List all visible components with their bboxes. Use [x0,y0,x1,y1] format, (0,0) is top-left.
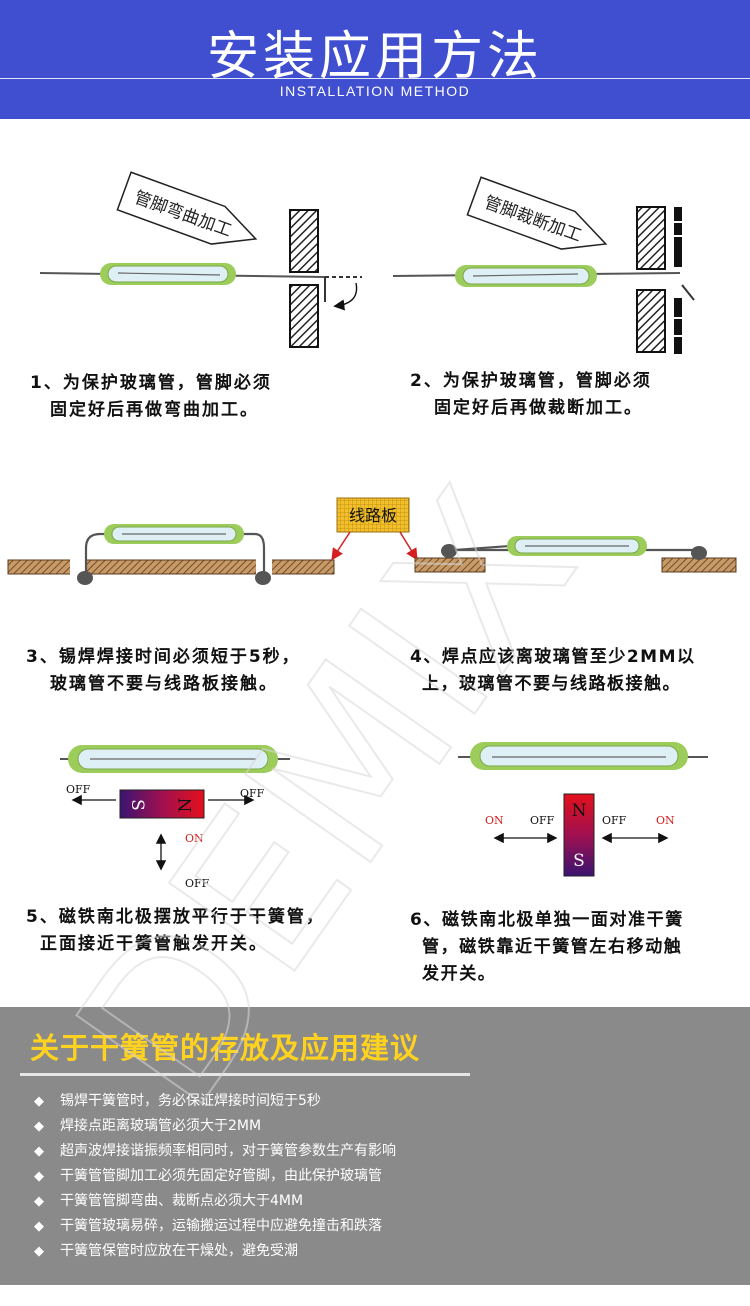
reed-switch-glass [104,524,244,544]
diamond-bullet-icon: ◆ [34,1219,44,1234]
tips-title: 关于干簧管的存放及应用建议 [30,1031,421,1065]
step-5-line-1: 5、磁铁南北极摆放平行于干簧管， [26,907,325,927]
reed-switch-glass [68,745,278,773]
step-3-line-2: 玻璃管不要与线路板接触。 [50,674,278,694]
reed-switch-glass [100,263,236,285]
solder-joint [691,546,707,560]
diagram-solder-distance [414,536,737,573]
cutter-blade-bottom [674,298,682,354]
diagram-bend: 管脚弯曲加工 [39,171,362,348]
off-label-bottom: OFF [185,877,210,890]
off-label-right: OFF [602,814,627,827]
diagram-cut: 管脚裁断加工 [392,176,695,354]
diamond-bullet-icon: ◆ [34,1169,44,1184]
pole-s: S [573,851,585,871]
magnet-vertical [563,793,595,877]
diagram-magnet-parallel: S N OFF OFF ON OFF [60,745,290,890]
diamond-bullet-icon: ◆ [34,1244,44,1259]
reed-switch-glass [455,265,597,287]
reed-switch-glass [470,742,688,770]
pole-n: N [572,801,587,821]
fixture-block-bottom [289,284,319,348]
step-4-line-1: 4、焊点应该离玻璃管至少2MM以 [410,647,696,667]
list-item: ◆超声波焊接谐振频率相同时，对于簧管参数生产有影响 [34,1139,396,1164]
solder-joint [255,571,271,585]
list-item: ◆焊接点距离玻璃管必须大于2MM [34,1114,396,1139]
step-2-caption: 2、为保护玻璃管，管脚必须 固定好后再做裁断加工。 [410,368,652,422]
pcb-label-text: 线路板 [349,506,397,525]
fixture-block-bottom [636,289,666,353]
step-3-caption: 3、锡焊焊接时间必须短于5秒， 玻璃管不要与线路板接触。 [26,644,301,698]
step-6-line-2: 管，磁铁靠近干簧管左右移动触 [422,937,683,957]
diagram-solder [7,524,335,585]
step-4-line-2: 上，玻璃管不要与线路板接触。 [422,674,681,694]
magnet-horizontal [119,789,205,819]
step-6-line-1: 6、磁铁南北极单独一面对准干簧 [410,910,684,930]
list-item: ◆干簧管管脚加工必须先固定好管脚，由此保护玻璃管 [34,1164,396,1189]
diamond-bullet-icon: ◆ [34,1194,44,1209]
cut-arrow-sign: 管脚裁断加工 [466,176,608,250]
pole-n: N [176,797,196,812]
off-label-left: OFF [66,783,91,796]
diagram-magnet-perpendicular: N S ON OFF OFF ON [458,742,708,877]
reed-switch-glass [507,536,647,556]
list-item: ◆干簧管玻璃易碎，运输搬运过程中应避免撞击和跌落 [34,1214,396,1239]
diamond-bullet-icon: ◆ [34,1144,44,1159]
on-label-left: ON [485,814,504,827]
fixture-block-top [636,206,666,270]
solder-joint [77,571,93,585]
bend-arrow-sign: 管脚弯曲加工 [116,171,258,245]
list-item: ◆锡焊干簧管时，务必保证焊接时间短于5秒 [34,1089,396,1114]
solder-joint [441,544,457,558]
pcb-label: 线路板 [331,497,418,561]
step-3-line-1: 3、锡焊焊接时间必须短于5秒， [26,647,301,667]
on-label: ON [185,832,204,845]
header-divider [0,78,750,79]
step-1-line-1: 1、为保护玻璃管，管脚必须 [30,373,272,393]
page-subtitle: INSTALLATION METHOD [279,83,471,99]
tips-list: ◆锡焊干簧管时，务必保证焊接时间短于5秒 ◆焊接点距离玻璃管必须大于2MM ◆超… [34,1089,396,1264]
list-item: ◆干簧管保管时应放在干燥处，避免受潮 [34,1239,396,1264]
pole-s: S [127,799,147,811]
pcb-board [7,559,335,575]
page-title: 安装应用方法 [206,27,543,87]
tips-divider [20,1073,470,1076]
step-6-caption: 6、磁铁南北极单独一面对准干簧 管，磁铁靠近干簧管左右移动触 发开关。 [410,907,684,988]
step-5-caption: 5、磁铁南北极摆放平行于干簧管， 正面接近干簧管触发开关。 [26,904,325,958]
step-5-line-2: 正面接近干簧管触发开关。 [40,934,268,954]
on-label-right: ON [656,814,675,827]
off-label-left: OFF [530,814,555,827]
off-label-right: OFF [240,787,265,800]
installation-diagrams: 管脚弯曲加工 管脚裁断加工 [7,171,737,890]
step-2-line-2: 固定好后再做裁断加工。 [434,398,643,418]
tips-section: 关于干簧管的存放及应用建议 ◆锡焊干簧管时，务必保证焊接时间短于5秒 ◆焊接点距… [0,1007,750,1285]
step-2-line-1: 2、为保护玻璃管，管脚必须 [410,371,652,391]
step-4-caption: 4、焊点应该离玻璃管至少2MM以 上，玻璃管不要与线路板接触。 [410,644,696,698]
fixture-block-top [289,209,319,273]
step-1-caption: 1、为保护玻璃管，管脚必须 固定好后再做弯曲加工。 [30,370,272,424]
step-1-line-2: 固定好后再做弯曲加工。 [50,400,259,420]
diamond-bullet-icon: ◆ [34,1094,44,1109]
diamond-bullet-icon: ◆ [34,1119,44,1134]
list-item: ◆干簧管管脚弯曲、裁断点必须大于4MM [34,1189,396,1214]
step-6-line-3: 发开关。 [422,964,497,984]
page-header: 安装应用方法 INSTALLATION METHOD [0,0,750,119]
